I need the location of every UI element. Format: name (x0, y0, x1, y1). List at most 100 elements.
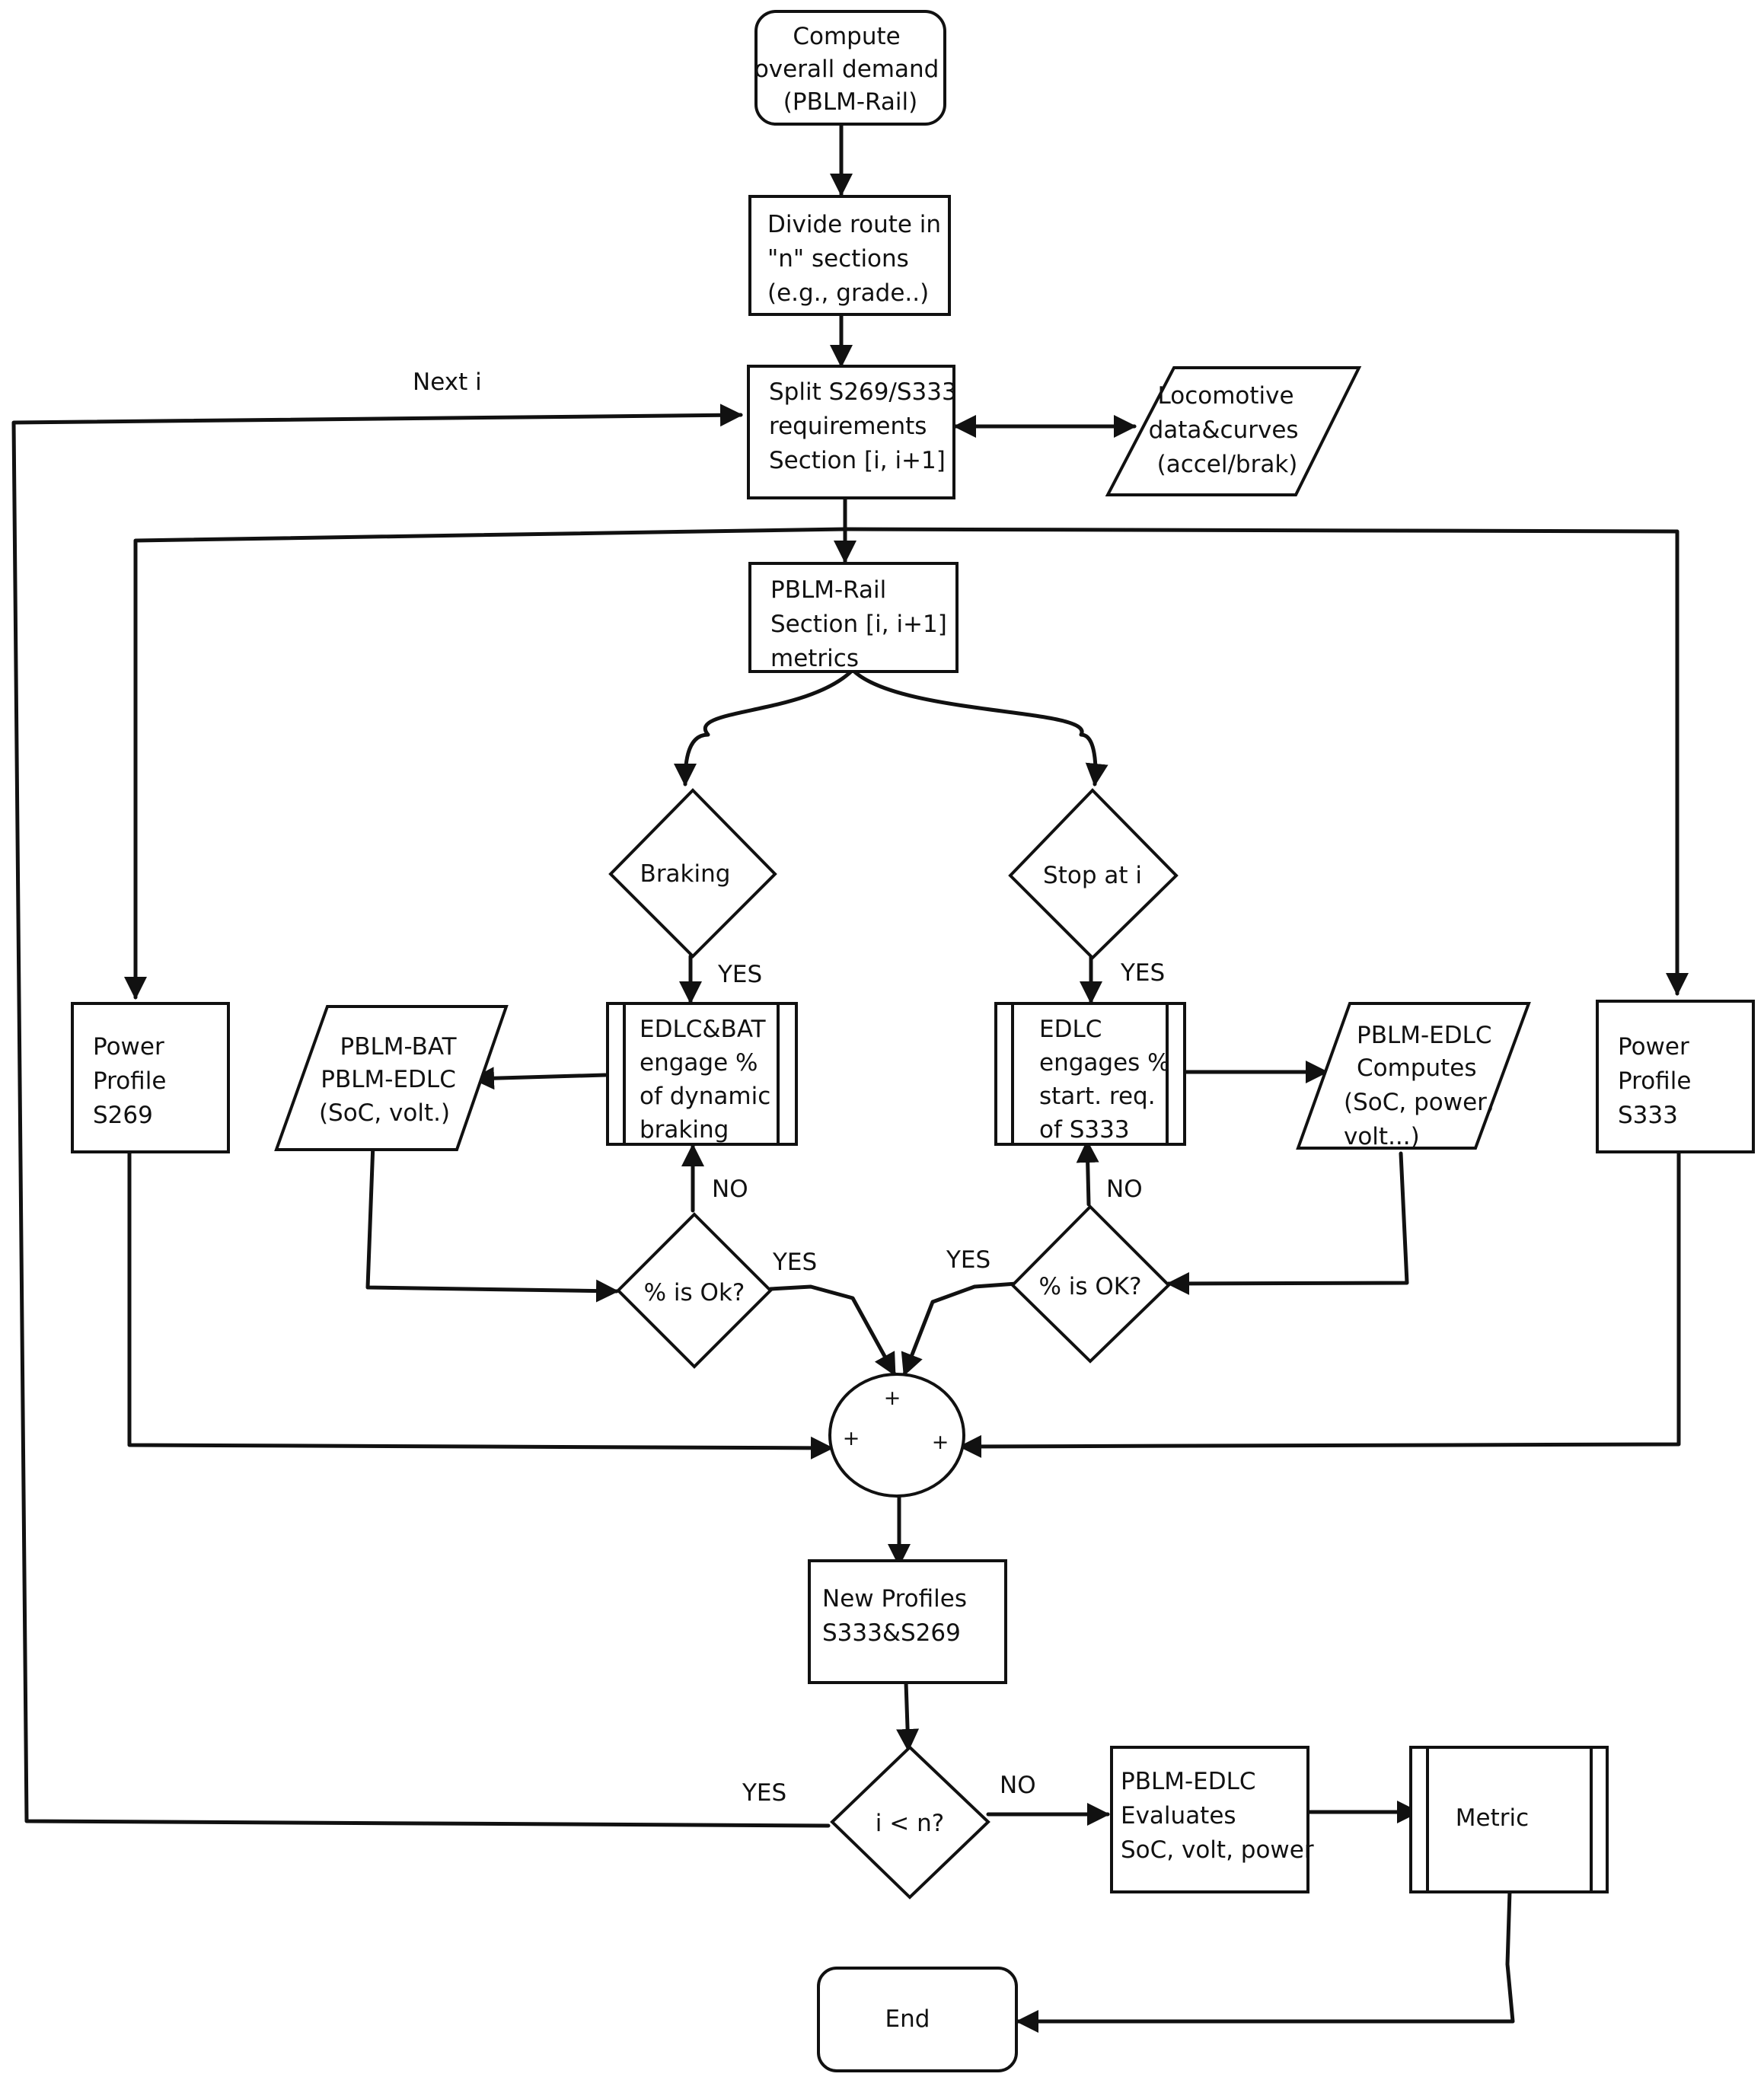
node-braking: Braking (608, 788, 777, 959)
svg-text:Divide route in "n" se: Divide route in "n" sections (e.g., grad… (767, 211, 949, 307)
node-i-lt-n: i < n? (830, 1745, 990, 1900)
sum-sign-left: + (843, 1427, 860, 1450)
node-metric: Metric (1409, 1746, 1609, 1893)
node-computes-line: Computes (1357, 1054, 1477, 1082)
node-split-line: Split S269/S333 (769, 378, 957, 406)
node-pct-ok-right-label: % is OK? (1038, 1273, 1141, 1300)
edge-okright-sum (901, 1281, 1019, 1377)
node-evaluates: PBLM-EDLC Evaluates SoC, volt, power (1110, 1746, 1314, 1893)
node-computes-line: volt...) (1344, 1123, 1420, 1150)
svg-text:EDLC engages %: EDLC engages % start. req. of S333 (1039, 1016, 1177, 1144)
node-split-line: requirements (769, 413, 927, 440)
node-divide-line: "n" sections (767, 245, 909, 273)
node-compute: Compute overall demand (PBLM-Rail) (754, 10, 946, 126)
edge-loop-next-i (11, 404, 831, 1828)
edge-powerright-sum (959, 1149, 1681, 1458)
svg-text:PBLM-EDLC Evaluates: PBLM-EDLC Evaluates SoC, volt, power (1121, 1768, 1314, 1864)
edge-powerleft-sum (127, 1149, 834, 1460)
node-pct-ok-left: % is Ok? (616, 1212, 773, 1369)
node-locomotive: Locomotive data&curves (accel/brak) (1105, 366, 1362, 496)
node-pblm-bat: PBLM-BAT PBLM-EDLC (SoC, volt.) (274, 1005, 509, 1151)
node-power-left: Power Profile S269 (71, 1002, 230, 1153)
node-summing-junction: + + + (828, 1373, 965, 1498)
node-metrics: PBLM-Rail Section [i, i+1] metrics (748, 562, 959, 673)
node-computes-line: PBLM-EDLC (1357, 1022, 1492, 1049)
node-compute-line: Compute (793, 23, 900, 50)
edge-split-power-right (843, 527, 1689, 996)
node-i-lt-n-label: i < n? (876, 1810, 944, 1837)
node-divide: Divide route in "n" sections (e.g., grad… (748, 195, 951, 316)
node-braking-label: Braking (640, 860, 731, 888)
node-edlc-bat-line: of dynamic (640, 1083, 770, 1110)
node-stop-label: Stop at i (1043, 862, 1142, 889)
svg-text:EDLC&BAT engage %: EDLC&BAT engage % of dynamic braking (640, 1016, 778, 1144)
node-edlc-engages: EDLC engages % start. req. of S333 (994, 1002, 1186, 1146)
node-split: Split S269/S333 requirements Section [i,… (747, 365, 965, 499)
node-new-profiles-line: S333&S269 (822, 1619, 961, 1647)
node-pblm-bat-line: (SoC, volt.) (319, 1099, 450, 1127)
svg-text:Power Profile: Power Profile S269 (93, 1033, 174, 1129)
node-metrics-line: PBLM-Rail (770, 576, 886, 604)
edge-okleft-sum (768, 1284, 897, 1377)
svg-text:PBLM-Rail Section [i,: PBLM-Rail Section [i, i+1] metrics (770, 576, 955, 672)
edge-label-yes-loop: YES (742, 1779, 786, 1807)
edge-label-no-left: NO (712, 1176, 748, 1203)
node-power-left-line: Power (93, 1033, 164, 1061)
node-new-profiles: New Profiles S333&S269 (808, 1559, 1007, 1684)
svg-text:Power Profile: Power Profile S333 (1618, 1033, 1699, 1129)
node-divide-line: (e.g., grade..) (767, 279, 929, 307)
sum-sign-top: + (884, 1386, 901, 1410)
node-power-right: Power Profile S333 (1596, 1000, 1755, 1153)
edge-computes-okright (1166, 1151, 1409, 1295)
edge-metric-end (1016, 1889, 1515, 2033)
node-end-label: End (885, 2005, 930, 2033)
edge-label-yes-braking: YES (717, 961, 762, 988)
node-power-right-line: Power (1618, 1033, 1689, 1061)
edge-split-power-left (124, 527, 847, 1000)
node-evaluates-line: PBLM-EDLC (1121, 1768, 1256, 1795)
edge-label-next-i: Next i (413, 368, 482, 396)
node-power-left-line: Profile (93, 1067, 166, 1095)
node-metric-label: Metric (1456, 1804, 1529, 1832)
node-edlc-bat-line: engage % (640, 1049, 758, 1077)
sum-sign-right: + (932, 1431, 949, 1454)
node-compute-line: overall demand (754, 56, 939, 83)
nodes: Compute overall demand (PBLM-Rail) Divid… (71, 10, 1755, 2072)
edge-pblmbat-okleft (365, 1141, 619, 1303)
svg-text:Locomotive data&curves: Locomotive data&curves (accel/brak) (1149, 382, 1306, 478)
node-end: End (817, 1967, 1018, 2072)
node-power-left-line: S269 (93, 1102, 153, 1129)
node-pblm-bat-line: PBLM-EDLC (321, 1066, 456, 1093)
node-edlc-bat-line: EDLC&BAT (640, 1016, 767, 1043)
node-compute-line: (PBLM-Rail) (783, 88, 917, 116)
svg-text:New Profiles S333&S269: New Profiles S333&S269 (822, 1585, 975, 1647)
edge-edlcbat-pblmbat (471, 1067, 608, 1090)
node-locomotive-line: Locomotive (1158, 382, 1294, 410)
node-power-right-line: Profile (1618, 1067, 1691, 1095)
edge-newprofiles-decision (896, 1680, 920, 1752)
node-metrics-line: Section [i, i+1] (770, 611, 947, 638)
node-edlc-engages-line: engages % (1039, 1049, 1170, 1077)
svg-text:Compute overall demand: Compute overall demand (PBLM-Rail) (754, 23, 946, 116)
node-evaluates-line: Evaluates (1121, 1802, 1236, 1830)
node-new-profiles-line: New Profiles (822, 1585, 967, 1613)
node-stop: Stop at i (1008, 788, 1179, 960)
node-split-line: Section [i, i+1] (769, 447, 946, 474)
edge-labels: Next i YES YES NO NO YES YES YES NO (413, 368, 1165, 1807)
edge-metrics-stop (850, 668, 1108, 786)
node-edlc-engages-line: EDLC (1039, 1016, 1102, 1043)
edge-label-no-end: NO (1000, 1772, 1036, 1799)
node-locomotive-line: (accel/brak) (1157, 451, 1298, 478)
edge-label-yes-stop: YES (1120, 959, 1165, 987)
svg-text:PBLM-EDLC Computes: PBLM-EDLC Computes (SoC, power, volt...) (1344, 1022, 1502, 1150)
svg-text:Split S269/S333 requir: Split S269/S333 requirements Section [i,… (769, 378, 965, 474)
node-edlc-engages-line: start. req. (1039, 1083, 1156, 1110)
node-pblm-bat-line: PBLM-BAT (340, 1033, 458, 1061)
edge-label-no-right: NO (1106, 1176, 1143, 1203)
node-locomotive-line: data&curves (1149, 416, 1299, 444)
node-pct-ok-left-label: % is Ok? (644, 1279, 745, 1306)
edge-label-yes-right-ok: YES (946, 1246, 990, 1274)
node-computes-line: (SoC, power, (1344, 1089, 1494, 1116)
node-power-right-line: S333 (1618, 1102, 1678, 1129)
